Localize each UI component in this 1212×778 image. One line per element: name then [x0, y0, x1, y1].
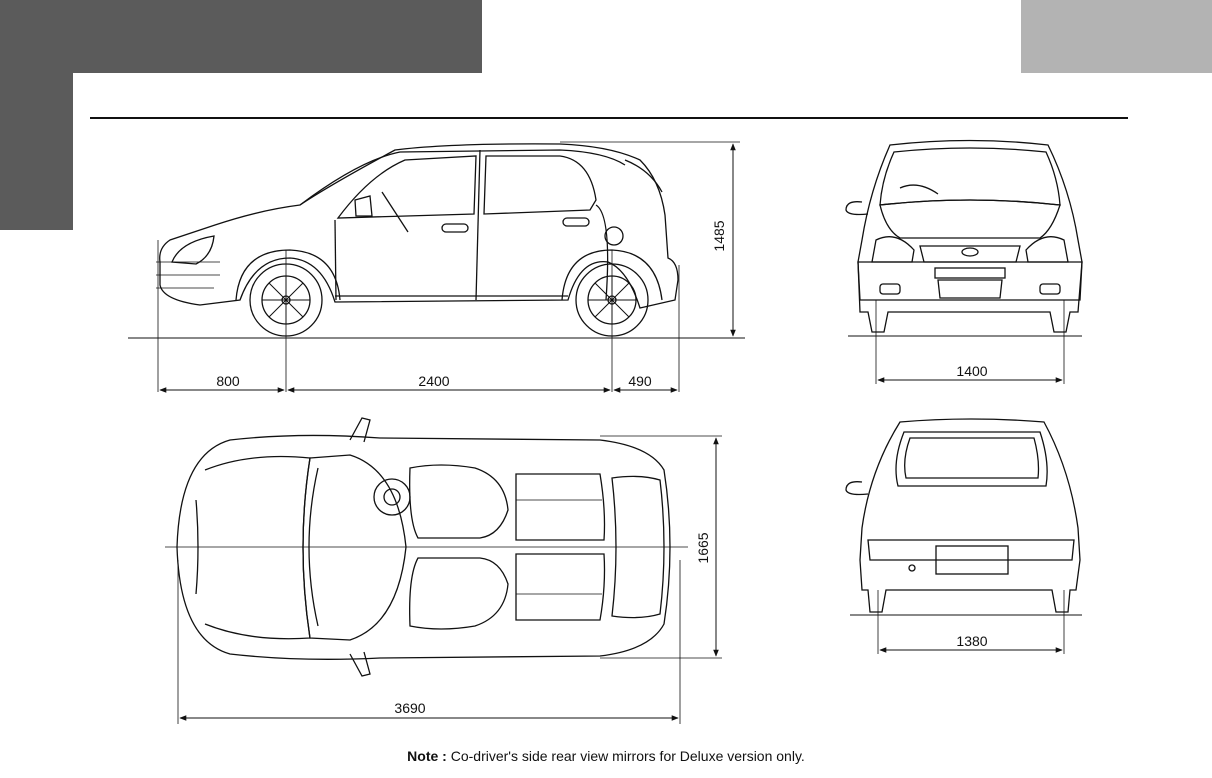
dim-height: 1485	[711, 220, 727, 251]
header-rule	[90, 117, 1128, 119]
note-label: Note :	[407, 748, 447, 764]
dim-rear-overhang: 490	[628, 373, 652, 389]
header-tab-dark	[0, 0, 482, 73]
footnote: Note : Co-driver's side rear view mirror…	[0, 748, 1212, 764]
side-tab-dark	[0, 73, 73, 230]
dim-rear-track: 1380	[956, 633, 987, 649]
top-view	[165, 417, 722, 724]
rear-view	[845, 418, 1082, 654]
front-view	[845, 139, 1083, 384]
dim-overall-length: 3690	[394, 700, 425, 716]
dim-width: 1665	[695, 532, 711, 563]
dim-front-overhang: 800	[216, 373, 240, 389]
dim-front-track: 1400	[956, 363, 987, 379]
side-view	[128, 141, 745, 393]
note-text: Co-driver's side rear view mirrors for D…	[446, 748, 805, 764]
dim-wheelbase: 2400	[418, 373, 449, 389]
header-tab-light	[1021, 0, 1212, 73]
